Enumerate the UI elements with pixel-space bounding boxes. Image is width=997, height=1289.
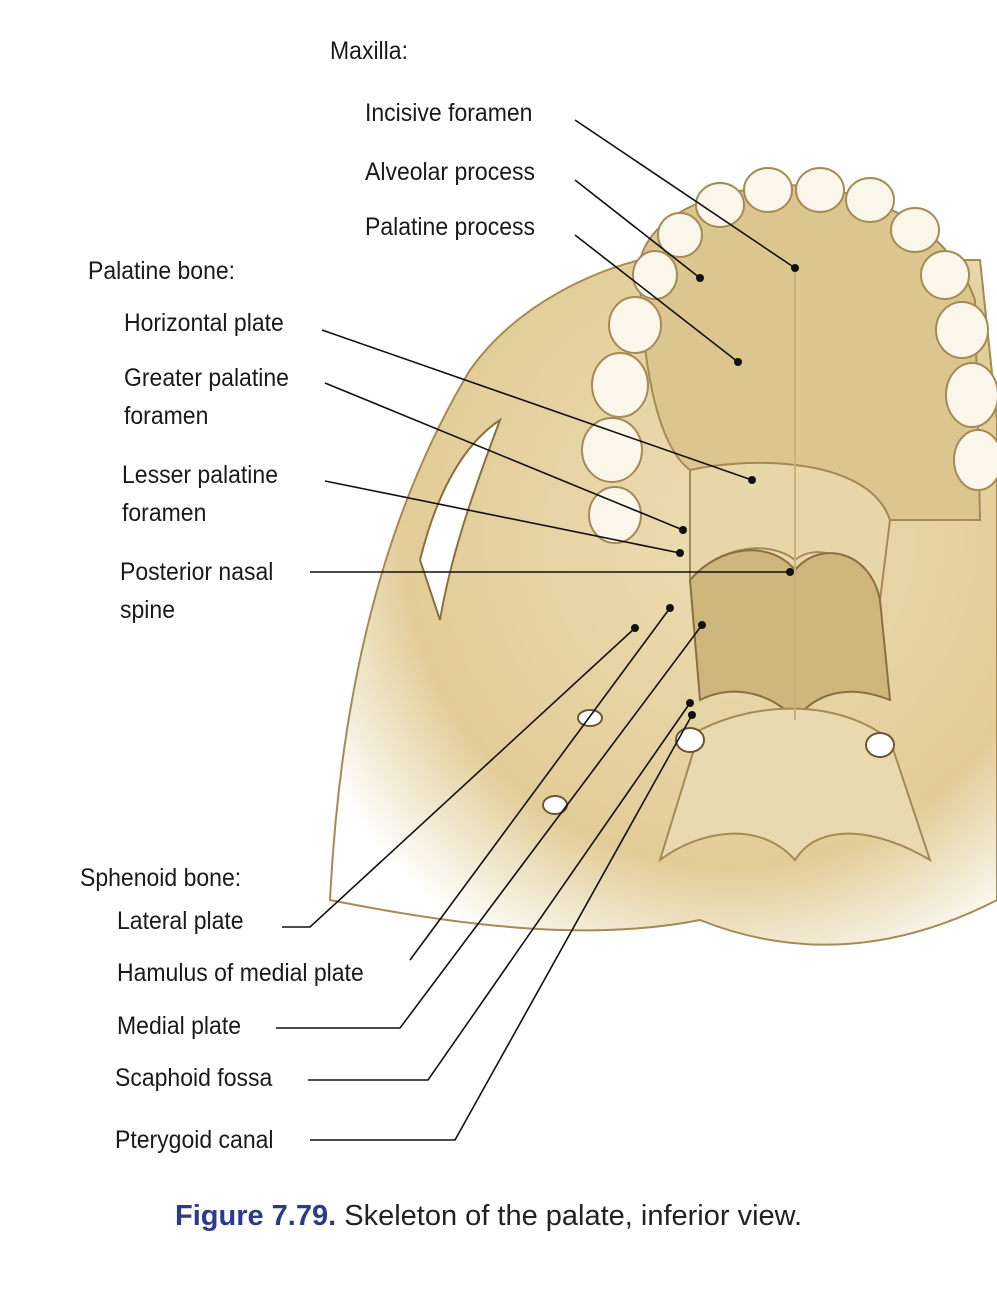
label-lateral-plate: Lateral plate [117,907,244,935]
label-greater-palatine: Greater palatine [124,364,289,392]
label-greater-palatine-foramen: foramen [124,402,209,430]
leader-dots [631,264,799,719]
skull-base [328,183,997,946]
sphenoid-bone-heading: Sphenoid bone: [80,864,242,892]
label-horizontal-plate: Horizontal plate [124,309,284,337]
label-lesser-palatine: Lesser palatine [122,461,278,489]
label-incisive-foramen: Incisive foramen [365,99,533,127]
leader-lines [276,119,796,1141]
figure-caption: Figure 7.79. Skeleton of the palate, inf… [175,1200,802,1233]
palatine-bone-heading: Palatine bone: [88,257,236,285]
label-medial-plate: Medial plate [117,1012,242,1040]
label-posterior-nasal: Posterior nasal [120,558,274,586]
label-palatine-process: Palatine process [365,213,536,241]
label-hamulus: Hamulus of medial plate [117,959,364,987]
label-posterior-nasal-spine: spine [120,596,175,624]
maxilla-heading: Maxilla: [330,37,408,65]
label-alveolar-process: Alveolar process [365,158,536,186]
teeth [581,167,997,544]
label-pterygoid-canal: Pterygoid canal [115,1126,274,1154]
label-lesser-palatine-foramen: foramen [122,499,207,527]
label-scaphoid-fossa: Scaphoid fossa [115,1064,273,1092]
caption-text: Skeleton of the palate, inferior view. [344,1200,803,1232]
figure-number: Figure 7.79. [175,1200,337,1232]
